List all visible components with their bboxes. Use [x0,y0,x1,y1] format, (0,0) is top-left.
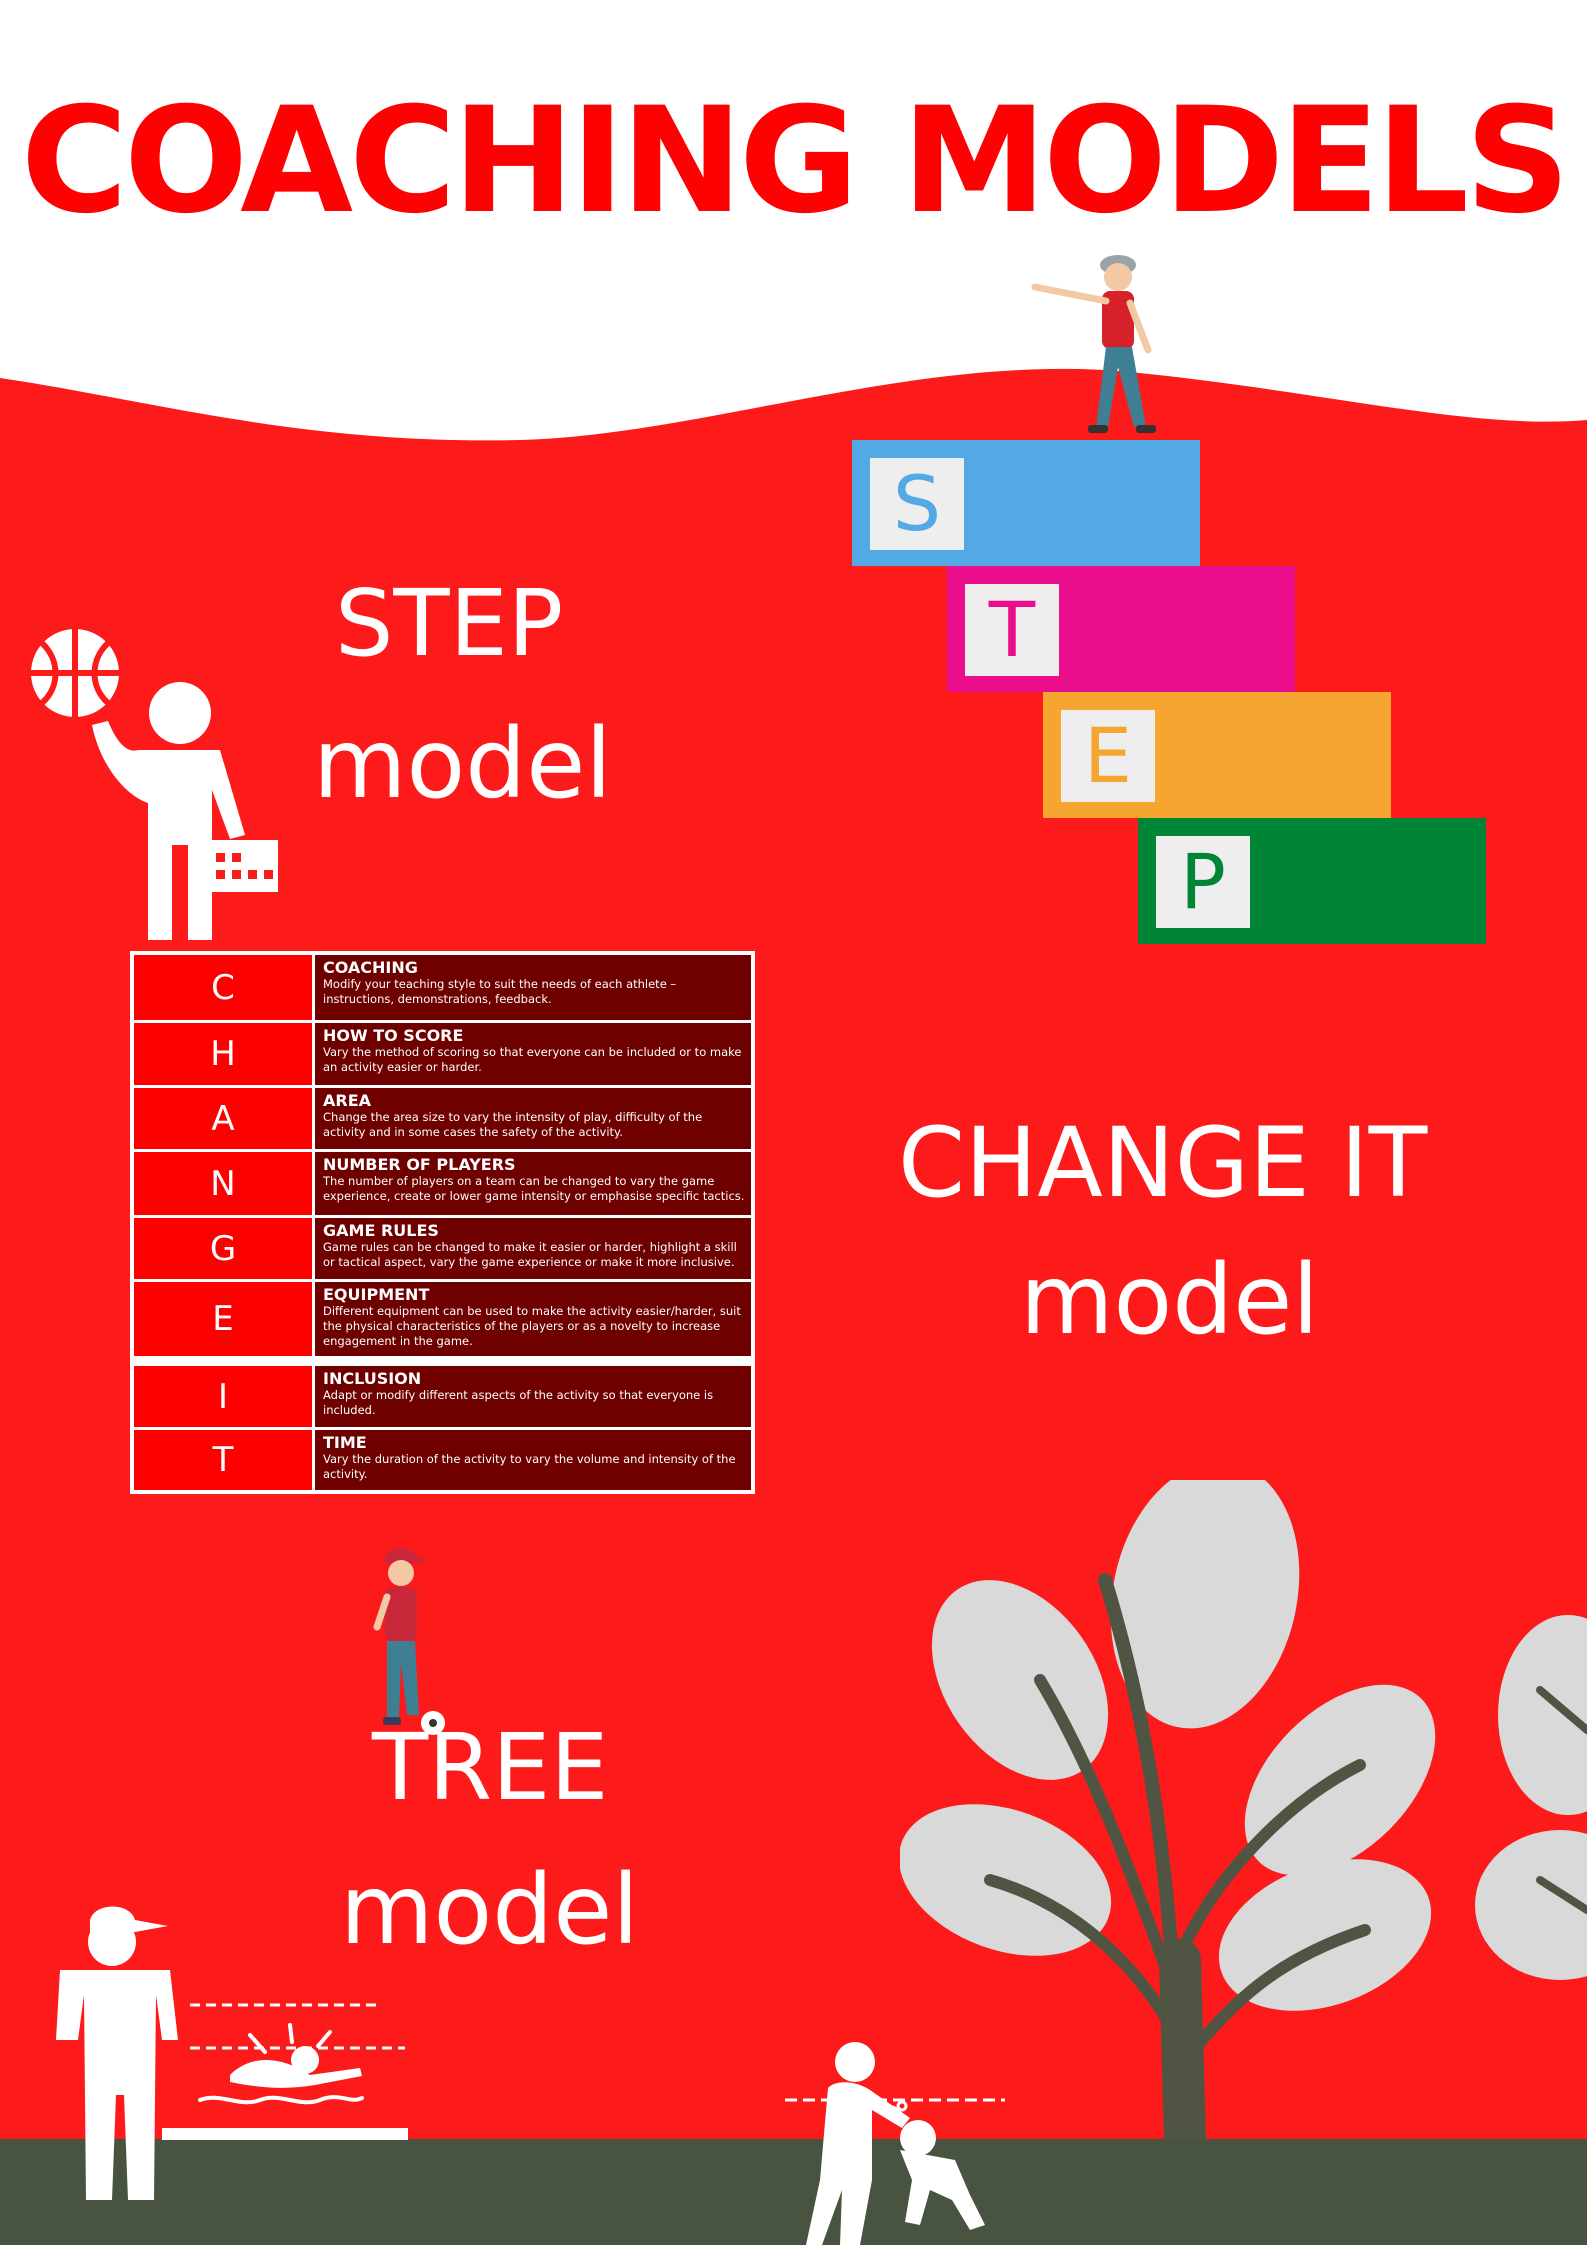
soccer-player-icon [373,1548,445,1735]
row-letter: I [134,1366,312,1427]
tree-model-title: TREE [372,1714,609,1821]
row-letter: G [134,1218,312,1279]
step-stair-p: P [1138,818,1486,944]
step-letter-p: P [1156,836,1250,928]
step-model-subtitle: model [313,708,612,820]
row-title: EQUIPMENT [323,1285,430,1304]
row-text: The number of players on a team can be c… [323,1174,745,1203]
row-text: Vary the method of scoring so that every… [323,1045,742,1074]
tree-icon [900,1480,1587,2140]
row-letter: H [134,1023,312,1085]
row-letter: N [134,1152,312,1215]
row-letter: E [134,1282,312,1356]
tree-model-subtitle: model [340,1854,639,1966]
basketball-coach-icon [31,629,278,940]
change-it-model-title: CHANGE IT [898,1107,1428,1219]
step-stair-s: S [852,440,1200,566]
change-it-model-subtitle: model [1020,1244,1319,1356]
step-letter-s: S [870,458,964,550]
swimmer-icon [198,2023,364,2105]
step-stair-e: E [1043,692,1391,818]
step-model-title: STEP [335,570,564,677]
lift-coach-icon [785,2042,1005,2245]
row-text: Adapt or modify different aspects of the… [323,1388,714,1417]
row-title: COACHING [323,958,418,977]
row-title: AREA [323,1091,372,1110]
row-text: Modify your teaching style to suit the n… [323,977,677,1006]
row-text: Game rules can be changed to make it eas… [323,1240,737,1269]
row-title: INCLUSION [323,1369,422,1388]
row-letter: C [134,955,312,1020]
pointing-coach-icon [1031,255,1156,433]
step-letter-t: T [965,584,1059,676]
row-text: Vary the duration of the activity to var… [323,1452,736,1481]
row-letter: T [134,1430,312,1490]
swim-coach-icon [56,1906,408,2200]
row-title: NUMBER OF PLAYERS [323,1155,516,1174]
row-title: HOW TO SCORE [323,1026,464,1045]
step-letter-e: E [1061,710,1155,802]
row-text: Different equipment can be used to make … [323,1304,741,1348]
row-title: GAME RULES [323,1221,439,1240]
page-title: COACHING MODELS [20,76,1570,246]
step-stair-t: T [947,566,1295,692]
row-title: TIME [323,1433,367,1452]
row-letter: A [134,1088,312,1149]
row-text: Change the area size to vary the intensi… [323,1110,703,1139]
